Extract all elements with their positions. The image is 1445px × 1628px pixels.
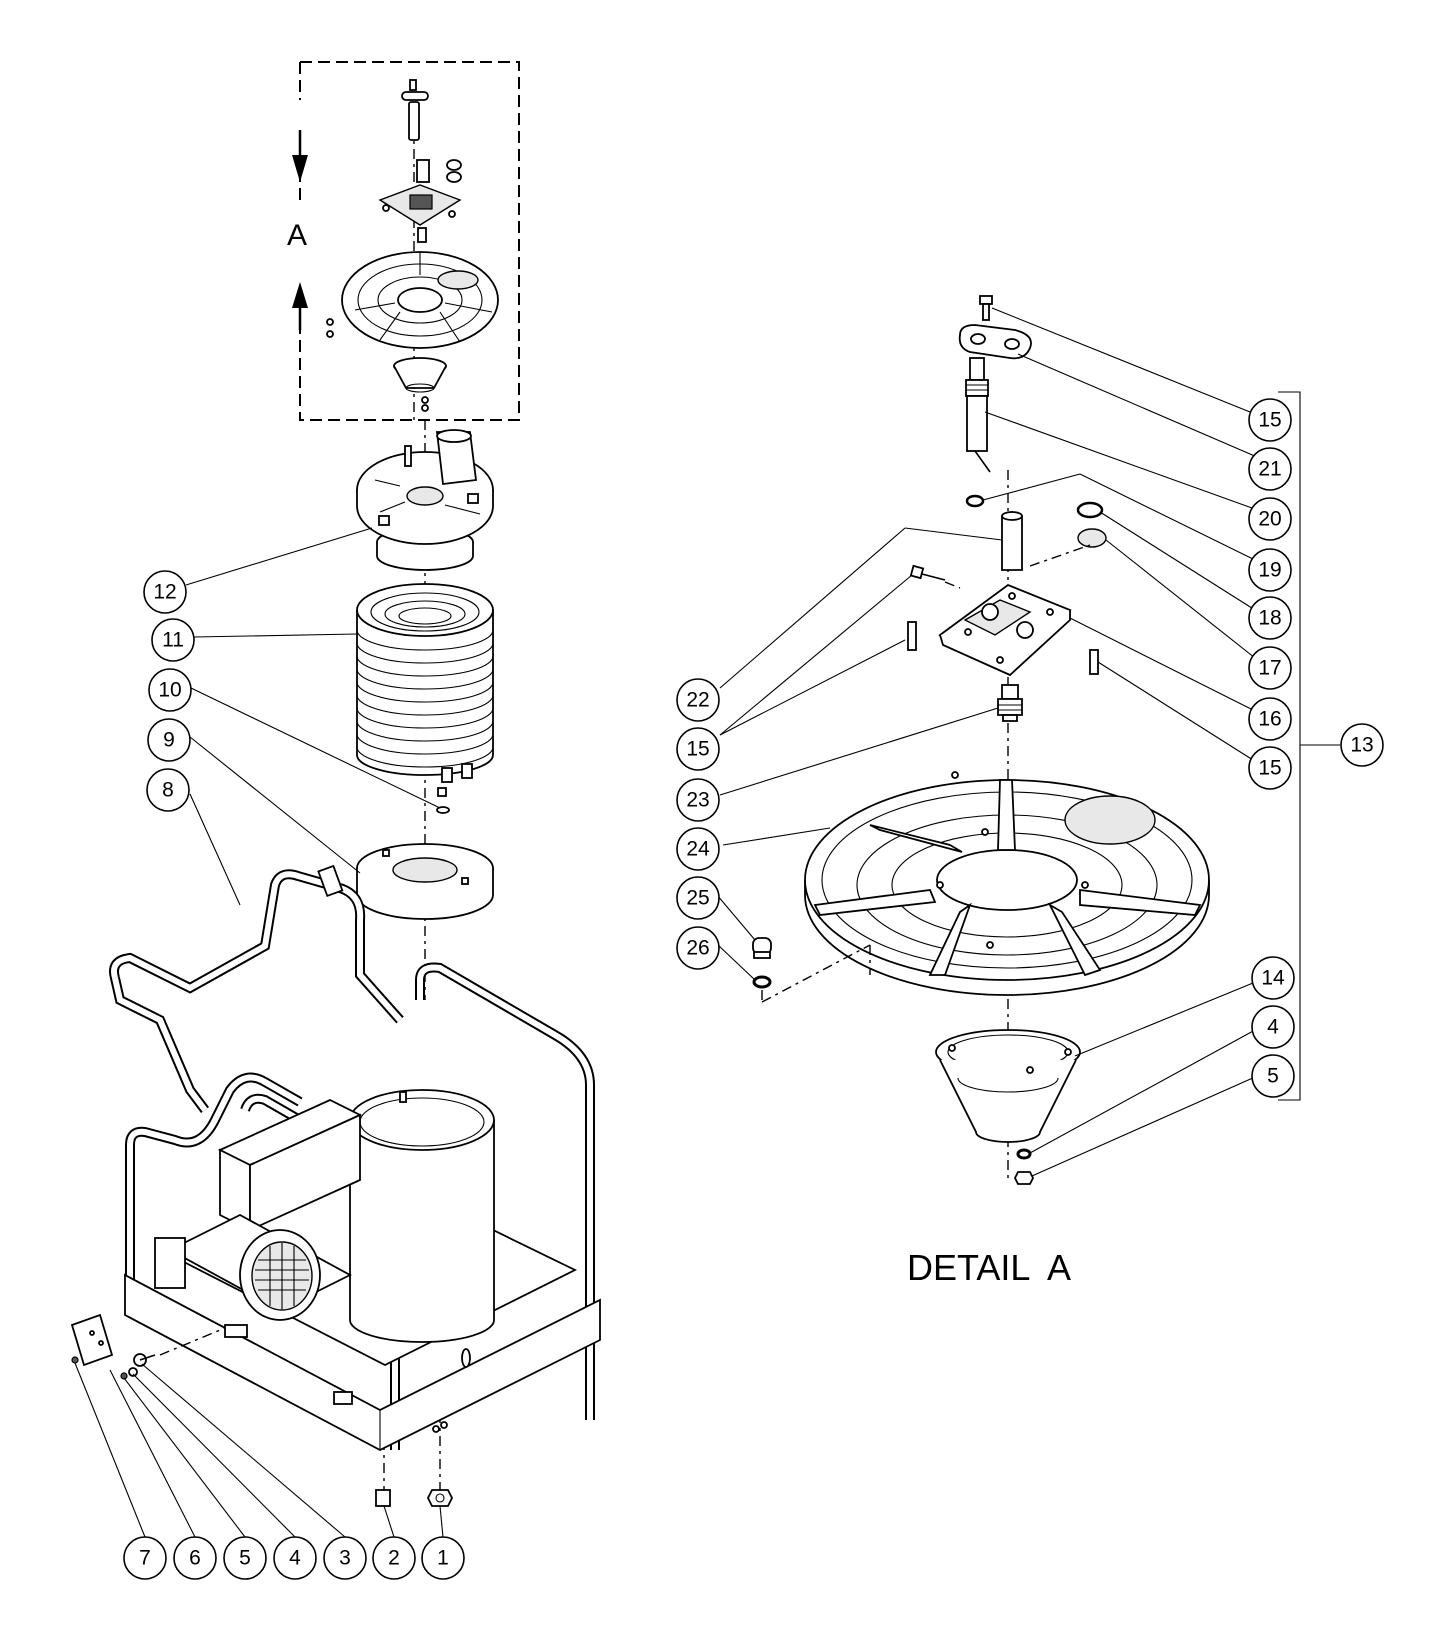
svg-text:17: 17 <box>1258 657 1281 680</box>
chamber-base-ring <box>356 843 494 920</box>
svg-text:21: 21 <box>1258 458 1281 481</box>
mini-burner-plate <box>326 251 499 349</box>
svg-text:11: 11 <box>162 629 184 652</box>
svg-text:5: 5 <box>239 1547 251 1570</box>
callout-detail-15-right: 15 <box>1248 746 1292 790</box>
view-a-label: A <box>287 219 307 252</box>
callout-3: 3 <box>323 1536 367 1580</box>
svg-text:25: 25 <box>686 887 709 910</box>
electrode-clamp <box>958 324 1032 360</box>
callout-detail-25: 25 <box>676 876 720 920</box>
callout-4: 4 <box>273 1536 317 1580</box>
callout-9: 9 <box>147 718 191 762</box>
callout-detail-5: 5 <box>1251 1054 1295 1098</box>
svg-text:3: 3 <box>339 1547 351 1570</box>
base-bolts <box>375 1489 454 1507</box>
callout-detail-22: 22 <box>676 678 720 722</box>
svg-text:2: 2 <box>388 1547 400 1570</box>
nozzle <box>997 684 1023 722</box>
svg-text:12: 12 <box>153 581 176 604</box>
sight-glass-ring <box>1076 501 1107 548</box>
frame-chamber-housing <box>349 1089 495 1343</box>
svg-text:14: 14 <box>1261 967 1285 990</box>
callout-detail-21: 21 <box>1248 447 1292 491</box>
coil-oring <box>436 787 450 814</box>
svg-text:15: 15 <box>1258 409 1281 432</box>
svg-text:1: 1 <box>437 1547 449 1570</box>
electrode-block-assembly <box>938 583 1072 677</box>
cone-detail <box>935 1029 1081 1143</box>
svg-text:20: 20 <box>1258 508 1281 531</box>
callout-detail-16: 16 <box>1248 697 1292 741</box>
heating-coil <box>356 583 494 783</box>
electrode-oring <box>965 494 985 508</box>
chamber-cover <box>356 429 494 571</box>
callout-12: 12 <box>143 570 187 614</box>
svg-text:6: 6 <box>189 1547 201 1570</box>
svg-text:4: 4 <box>1267 1016 1279 1039</box>
svg-text:15: 15 <box>686 738 709 761</box>
plate-screws <box>71 1327 226 1380</box>
callout-detail-14: 14 <box>1251 956 1295 1000</box>
svg-text:22: 22 <box>686 689 709 712</box>
callout-detail-13: 13 <box>1340 723 1384 767</box>
electrode-screw <box>979 295 993 321</box>
block-screws <box>907 544 1099 675</box>
svg-text:7: 7 <box>139 1547 151 1570</box>
mini-cone <box>393 357 447 412</box>
callout-detail-18: 18 <box>1248 596 1292 640</box>
callout-1: 1 <box>421 1536 465 1580</box>
callout-7: 7 <box>123 1536 167 1580</box>
callout-detail-23: 23 <box>676 778 720 822</box>
svg-text:8: 8 <box>162 779 174 802</box>
detail-leader-lines <box>716 307 1258 1177</box>
svg-text:26: 26 <box>686 937 709 960</box>
callout-8: 8 <box>146 768 190 812</box>
callout-5: 5 <box>223 1536 267 1580</box>
svg-text:9: 9 <box>163 729 175 752</box>
callout-detail-17: 17 <box>1248 646 1292 690</box>
callout-detail-20: 20 <box>1248 497 1292 541</box>
callout-10: 10 <box>148 668 192 712</box>
callout-detail-24: 24 <box>676 827 720 871</box>
svg-text:24: 24 <box>686 838 710 861</box>
view-a-arrow-down <box>292 130 308 182</box>
plate-fastener-path <box>761 944 871 1003</box>
burner-plate-detail <box>804 771 1210 996</box>
callout-detail-26: 26 <box>676 926 720 970</box>
panel-plate <box>70 1313 114 1367</box>
electrode <box>965 357 991 473</box>
cap-nut <box>752 937 772 959</box>
detail-title: DETAIL A <box>907 1247 1071 1288</box>
assembly-bracket <box>1278 391 1340 1101</box>
svg-text:10: 10 <box>158 679 181 702</box>
svg-text:18: 18 <box>1258 607 1281 630</box>
svg-text:16: 16 <box>1258 708 1281 731</box>
callout-detail-4: 4 <box>1251 1005 1295 1049</box>
svg-text:13: 13 <box>1350 734 1373 757</box>
svg-text:5: 5 <box>1267 1065 1279 1088</box>
blower-grille <box>255 1243 309 1309</box>
svg-text:19: 19 <box>1258 559 1281 582</box>
svg-text:23: 23 <box>686 789 709 812</box>
svg-text:4: 4 <box>289 1547 301 1570</box>
callout-2: 2 <box>372 1536 416 1580</box>
lock-washer <box>752 975 772 989</box>
main-leader-lines <box>74 527 444 1538</box>
view-a-arrow-up <box>292 282 308 330</box>
callout-detail-15-left: 15 <box>676 727 720 771</box>
cone-hardware <box>1013 1148 1035 1185</box>
svg-text:15: 15 <box>1258 757 1281 780</box>
callout-detail-19: 19 <box>1248 548 1292 592</box>
callout-detail-15-top: 15 <box>1248 398 1292 442</box>
blower-motor <box>154 1099 363 1405</box>
callout-6: 6 <box>173 1536 217 1580</box>
nozzle-adapter <box>1001 511 1023 571</box>
callout-11: 11 <box>151 618 195 662</box>
